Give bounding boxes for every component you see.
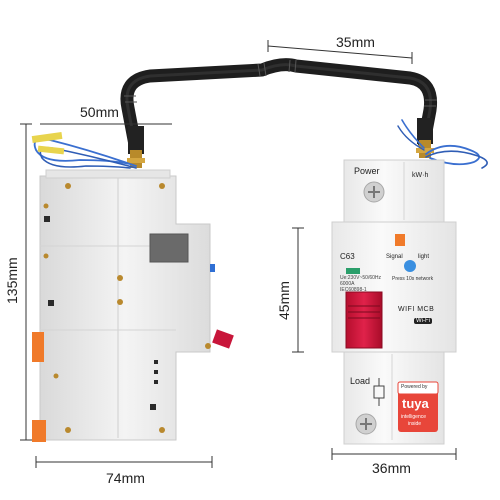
left-blue-wires [31, 131, 137, 169]
dim-total-height: 135mm [4, 257, 20, 304]
dimension-lines [20, 40, 457, 468]
dim-module-height: 45mm [276, 281, 292, 320]
press-hint: Press 10s network [392, 276, 434, 282]
brand-sub-1: intelligence [401, 414, 427, 420]
wifi-badge: Wi-Fi [414, 318, 432, 324]
signal-led [404, 260, 416, 272]
side-lever [212, 329, 234, 349]
brand-sub-2: inside [408, 421, 422, 427]
signal-label: Signal [386, 254, 403, 260]
power-label: Power [354, 166, 380, 176]
antenna [120, 58, 438, 168]
din-clip-top [32, 332, 44, 362]
light-label: light [418, 254, 430, 260]
rating-line-1: Ue:230V~50/60Hz [340, 275, 382, 281]
dim-side-width: 74mm [106, 470, 145, 486]
brand-label: tuya [402, 396, 429, 411]
din-clip-bottom [32, 420, 46, 442]
load-label: Load [350, 376, 371, 386]
model-label: C63 [340, 252, 355, 261]
dim-antenna-height: 50mm [80, 104, 119, 120]
right-blue-wires [397, 119, 488, 169]
rating-line-2: 6000A [340, 281, 355, 287]
powered-by-label: Powered by [401, 384, 428, 390]
breaker-side-view [32, 169, 234, 442]
kwh-label: kW·h [412, 172, 429, 179]
rating-line-3: IEC60898-1 [340, 287, 367, 293]
dim-front-width: 36mm [372, 460, 411, 476]
dim-antenna-span: 35mm [336, 34, 375, 50]
red-toggle-switch[interactable] [345, 291, 383, 349]
breaker-front-view [331, 159, 457, 445]
product-name: WIFI MCB [398, 306, 435, 313]
